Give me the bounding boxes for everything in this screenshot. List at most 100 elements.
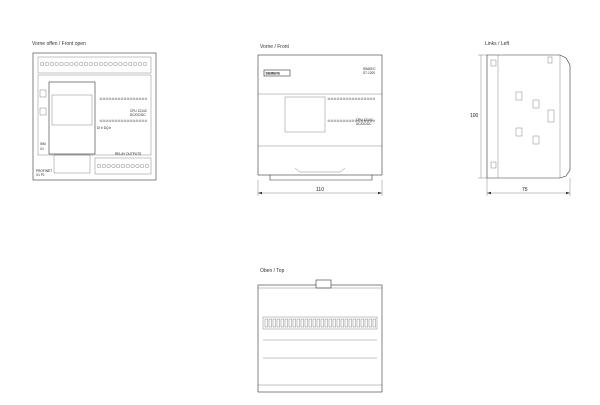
status-led — [333, 97, 336, 100]
terminal-slot — [340, 318, 344, 328]
status-led — [141, 119, 144, 122]
terminal-screw — [111, 164, 116, 168]
terminal-screw — [108, 62, 113, 66]
terminal-slot — [264, 318, 268, 328]
terminal-screw — [49, 62, 54, 66]
terminal-screw — [79, 62, 84, 66]
status-led — [357, 119, 360, 122]
front-open-cpu-label-2: DC/DC/DC — [130, 113, 146, 117]
front-open-top-terminals — [37, 56, 152, 74]
terminal-screw — [97, 164, 101, 168]
top-outline — [257, 284, 383, 393]
dim-110-text: 110 — [316, 187, 324, 193]
front-cpu-label-2: DC/DC/DC — [356, 122, 372, 126]
status-led — [123, 119, 126, 122]
terminal-slot — [328, 318, 332, 328]
front-open-bottom-terminals — [94, 157, 152, 175]
terminal-screw — [93, 62, 98, 66]
left-outline — [486, 54, 571, 179]
status-led — [342, 119, 345, 122]
status-led — [345, 97, 348, 100]
left-tab-mid — [547, 109, 555, 123]
status-led — [327, 97, 330, 100]
terminal-slot — [304, 318, 308, 328]
dim-75-arrow-left — [487, 191, 491, 195]
terminal-slot — [348, 318, 352, 328]
terminal-screw — [98, 62, 103, 66]
terminal-screw — [54, 62, 59, 66]
dim-75-arrow-right — [566, 191, 570, 195]
left-tab-top — [547, 56, 553, 64]
status-led — [138, 97, 141, 100]
status-led — [120, 97, 123, 100]
front-view: SIEMENS SIMATIC S7-1200 CPU 1214C DC/DC/… — [257, 54, 383, 196]
front-cpu-label-1: CPU 1214C — [356, 118, 374, 122]
terminal-screw — [142, 62, 147, 66]
left-latch-1 — [515, 91, 523, 101]
status-led — [348, 97, 351, 100]
status-led — [369, 119, 372, 122]
front-open-ports-label: X1 P1 — [36, 173, 45, 177]
status-led — [138, 119, 141, 122]
terminal-screw — [128, 62, 133, 66]
status-led — [108, 119, 111, 122]
status-led — [108, 97, 111, 100]
left-latch-4 — [532, 135, 540, 145]
terminal-slot — [272, 318, 276, 328]
left-view: 100 75 — [470, 54, 571, 196]
terminal-screw — [116, 164, 121, 168]
status-led — [363, 97, 366, 100]
front-open-cpu-label-1: CPU 1214C — [130, 109, 148, 113]
front-model-2: S7-1200 — [363, 71, 375, 75]
left-clip-top — [490, 59, 497, 67]
front-open-body — [37, 74, 152, 156]
terminal-screw — [135, 164, 140, 168]
terminal-screw — [133, 62, 138, 66]
front-open-io-label: DI b DQ b — [97, 126, 111, 130]
status-led — [363, 119, 366, 122]
status-led — [351, 119, 354, 122]
status-led — [99, 97, 102, 100]
status-led — [345, 119, 348, 122]
terminal-screw — [145, 164, 149, 168]
dim-110-arrow-right — [378, 191, 382, 195]
front-open-sim-label: SIM — [40, 142, 46, 146]
front-open-bottom-terminal-row — [97, 164, 149, 168]
front-open-relay-label: RELAY OUTPUTS — [115, 152, 141, 156]
terminal-screw — [130, 164, 135, 168]
terminal-slot — [288, 318, 292, 328]
terminal-slot — [360, 318, 364, 328]
status-led — [369, 97, 372, 100]
status-led — [114, 119, 117, 122]
terminal-slot — [312, 318, 316, 328]
terminal-screw — [123, 62, 128, 66]
status-led — [360, 97, 363, 100]
status-led — [102, 97, 105, 100]
status-led — [336, 97, 339, 100]
status-led — [111, 119, 114, 122]
terminal-slot — [280, 318, 284, 328]
left-latch-2 — [532, 99, 540, 109]
status-led — [144, 97, 147, 100]
status-led — [357, 97, 360, 100]
caption-front: Vorne / Front — [260, 44, 289, 50]
status-led — [366, 119, 369, 122]
status-led — [372, 97, 375, 100]
status-led — [111, 97, 114, 100]
status-led — [342, 97, 345, 100]
dim-110-arrow-left — [258, 191, 262, 195]
status-led — [333, 119, 336, 122]
terminal-screw — [121, 164, 125, 168]
terminal-screw — [140, 164, 145, 168]
status-led — [339, 97, 342, 100]
status-led — [354, 97, 357, 100]
status-led — [366, 97, 369, 100]
terminal-slot — [276, 318, 280, 328]
status-led — [132, 97, 135, 100]
top-connector-tab — [315, 279, 332, 289]
status-led — [123, 97, 126, 100]
terminal-slot — [268, 318, 272, 328]
front-open-led-rows — [99, 97, 147, 122]
status-led — [132, 119, 135, 122]
dim-75-text: 75 — [522, 187, 528, 193]
